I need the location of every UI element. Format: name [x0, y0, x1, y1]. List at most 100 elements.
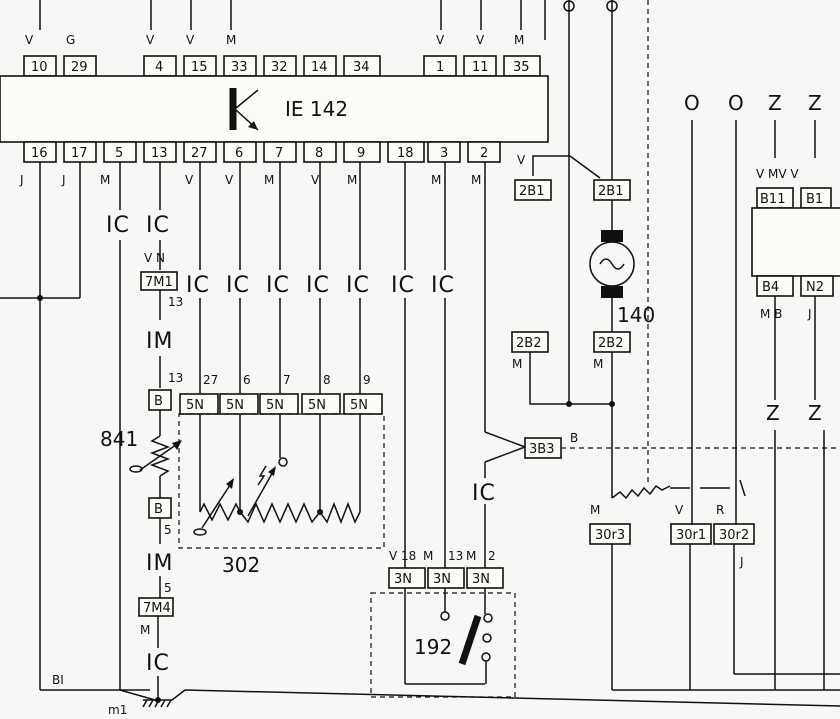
wire-code: V — [675, 503, 684, 517]
connector-label: 2B2 — [516, 336, 541, 351]
connector-label: B — [154, 394, 163, 409]
wire-code: V — [436, 33, 445, 47]
bottom-pin-number: 16 — [31, 146, 48, 161]
wire-code: J — [807, 307, 812, 321]
connector-label: B — [154, 502, 163, 517]
connector-3n: V 18 M 13 M 2 3N 3N 3N — [388, 549, 504, 589]
bottom-pin-number: 2 — [480, 146, 488, 161]
top-pin-number: 35 — [513, 60, 530, 75]
pin-number: 9 — [363, 373, 371, 387]
wire-code: M — [100, 173, 110, 187]
harness-label: IC — [226, 273, 250, 298]
wire-code: M — [593, 357, 603, 371]
connector-label: B1 — [806, 192, 823, 207]
bottom-pin-number: 27 — [191, 146, 208, 161]
wire-codes: V N — [144, 251, 165, 265]
harness-label: IC — [391, 273, 415, 298]
ground-m1: m1 BI — [52, 673, 840, 717]
bottom-pin-number: 5 — [115, 146, 123, 161]
connector-label: 5N — [350, 398, 368, 413]
left-wires — [0, 162, 161, 701]
wire-code: J — [19, 173, 24, 187]
wire-letter: O — [684, 91, 700, 115]
component-192-label: 192 — [414, 635, 452, 659]
pin-number: 5 — [164, 523, 172, 537]
harness-label: IC — [146, 651, 170, 676]
bottom-pin-number: 8 — [315, 146, 323, 161]
component-302-label: 302 — [222, 553, 260, 577]
wire-code: BI — [52, 673, 64, 687]
connector-label: 2B2 — [598, 336, 623, 351]
harness-label: IC — [306, 273, 330, 298]
wire-letter: Z — [808, 91, 822, 115]
connector-label: 30r1 — [676, 528, 706, 543]
right-side: O O Z Z V MV V B11 B1 B4 N2 M B J Z Z — [612, 91, 840, 691]
wire-code: V — [476, 33, 485, 47]
connector-7m1-chain: V N 7M1 13 IM 13 B 841 B 5 IM 5 7M4 M IC — [100, 251, 183, 698]
connectors-30r: M 30r3 V 30r1 R 30r2 J — [589, 479, 755, 690]
module-ie142: IE 142 — [0, 75, 549, 143]
bottom-pin-number: 9 — [357, 146, 365, 161]
wire-code: G — [66, 33, 75, 47]
wire-code: V — [146, 33, 155, 47]
top-wires — [39, 0, 546, 40]
connector-label: 5N — [308, 398, 326, 413]
connector-label: 5N — [186, 398, 204, 413]
wire-code: V — [185, 173, 194, 187]
component-302: 302 — [178, 413, 385, 577]
wire-code: J — [61, 173, 66, 187]
wire-code: V — [186, 33, 195, 47]
connector-3b3: 3B3 B — [524, 431, 840, 459]
top-pin-number: 14 — [311, 60, 328, 75]
bottom-pin-number: 17 — [71, 146, 88, 161]
pin-number: 13 — [168, 295, 183, 309]
harness-label: IC — [266, 273, 290, 298]
bottom-wire-codes: J J M V V M V M M M — [19, 173, 481, 187]
wire-code: R — [716, 503, 724, 517]
wire-code: M — [512, 357, 522, 371]
harness-label: IM — [146, 551, 173, 576]
wire-code: M — [264, 173, 274, 187]
wire-code: V — [517, 153, 526, 167]
top-pin-number: 34 — [353, 60, 370, 75]
wire-letter: O — [728, 91, 744, 115]
top-pin-number: 29 — [71, 60, 88, 75]
top-pin-number: 4 — [155, 60, 163, 75]
wire-code: B — [570, 431, 578, 445]
connector-label: 3N — [394, 572, 412, 587]
wire-code: M — [514, 33, 524, 47]
wire-code: V — [389, 549, 398, 563]
ground-label: m1 — [108, 703, 127, 717]
bottom-pin-number: 6 — [235, 146, 243, 161]
top-pin-number: 1 — [436, 60, 444, 75]
connector-label: 2B1 — [519, 184, 544, 199]
pin-number: 2 — [488, 549, 496, 563]
pin-number: 18 — [401, 549, 416, 563]
bottom-pin-number: 13 — [151, 146, 168, 161]
pin-number: 27 — [203, 373, 218, 387]
connector-label: B11 — [760, 192, 785, 207]
sensor-wires — [199, 162, 361, 394]
wire-codes: M B — [760, 307, 782, 321]
connector-label: 3N — [433, 572, 451, 587]
bottom-pin-number: 18 — [397, 146, 414, 161]
harness-label: IM — [146, 329, 173, 354]
wire-code: J — [739, 555, 744, 569]
connector-label: 3N — [472, 572, 490, 587]
top-pin-number: 33 — [231, 60, 248, 75]
harness-label: IC — [431, 273, 455, 298]
connector-label: 7M4 — [143, 601, 171, 616]
wire-code: M — [423, 549, 433, 563]
component-841: 841 — [100, 427, 138, 451]
pin-number: 13 — [168, 371, 183, 385]
harness-label: IC — [186, 273, 210, 298]
wire-code: V — [25, 33, 34, 47]
wire-code: V — [225, 173, 234, 187]
pin-number: 13 — [448, 549, 463, 563]
wire-code: V — [311, 173, 320, 187]
top-wire-codes: V G V V M V V M — [25, 33, 524, 47]
connector-label: 7M1 — [145, 275, 173, 290]
pin-number: 5 — [164, 581, 172, 595]
harness-label: IC — [346, 273, 370, 298]
